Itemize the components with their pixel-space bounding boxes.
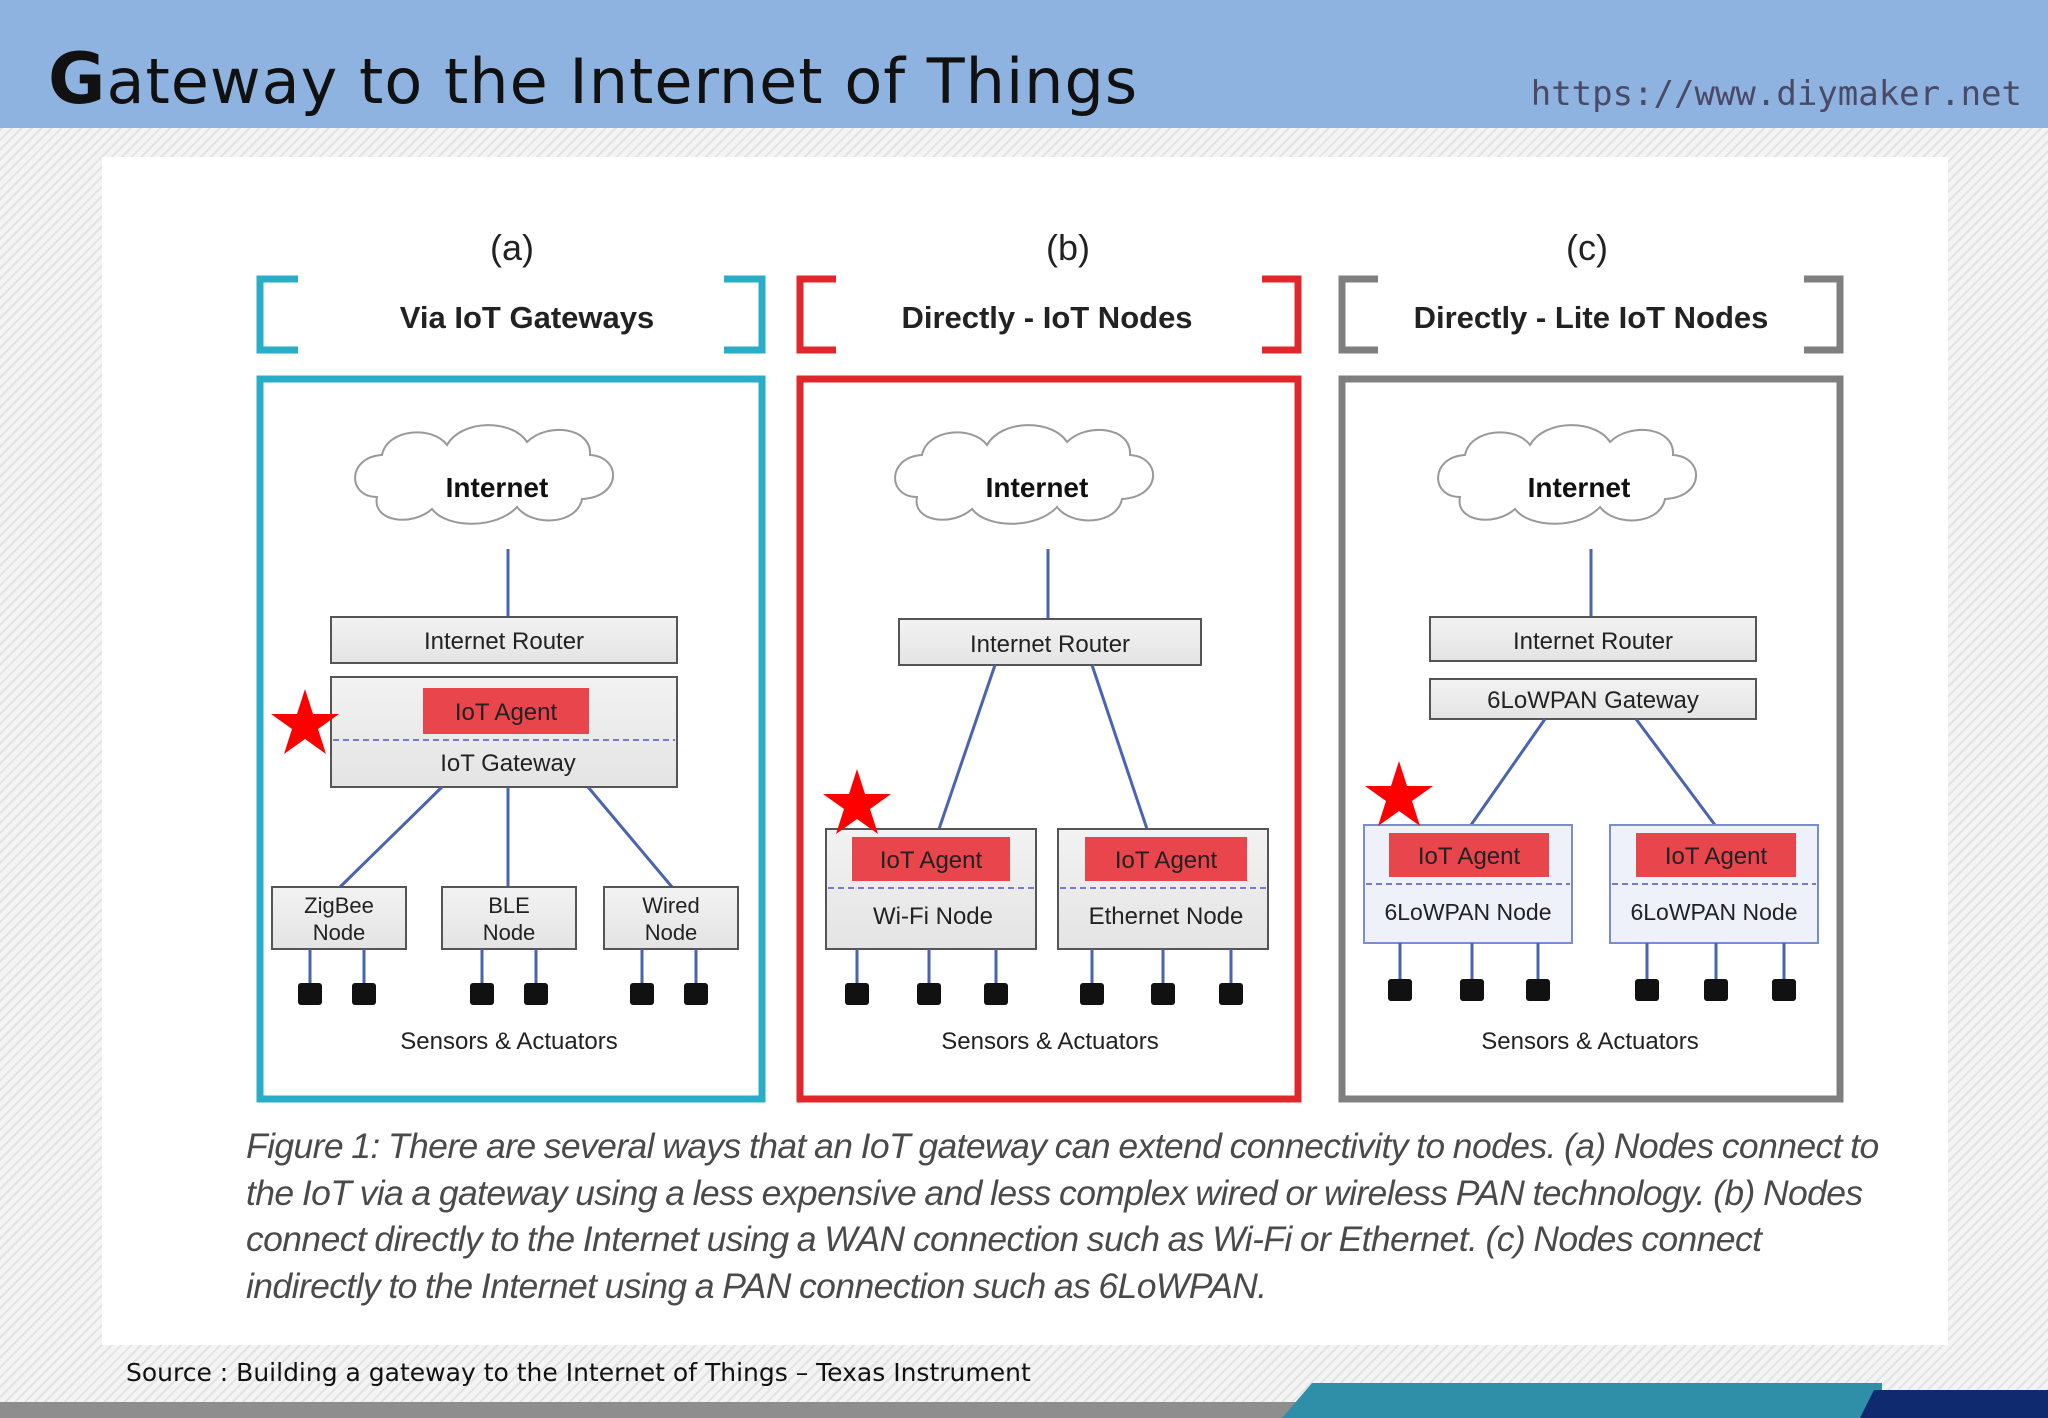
column-c-gateway — [1429, 678, 1757, 720]
column-a-node-2 — [441, 886, 577, 950]
column-a-footer: Sensors & Actuators — [400, 1028, 617, 1055]
footer-accent-navy — [1860, 1390, 2048, 1418]
column-c: (c) Directly - Lite IoT Nodes Internet I… — [1338, 227, 1844, 1103]
page-title: Gateway to the Internet of Things — [48, 38, 1138, 120]
column-b-right-bracket — [1262, 275, 1302, 354]
column-a-node-1-line1: ZigBee — [304, 893, 374, 918]
figure-panel: (a) Via IoT Gateways Internet Internet R… — [102, 157, 1948, 1345]
column-c-node-2-agent-label: IoT Agent — [1665, 843, 1768, 870]
column-b-cloud — [894, 424, 1155, 525]
column-b-left-bracket — [796, 275, 836, 354]
column-b-router — [898, 618, 1202, 666]
column-a: (a) Via IoT Gateways Internet Internet R… — [256, 227, 766, 1103]
column-c-node-2-agent — [1636, 833, 1796, 877]
column-c-cloud-label: Internet — [1528, 472, 1631, 503]
column-a-node-3-line1: Wired — [642, 893, 699, 918]
footer-accent-teal — [1282, 1383, 1882, 1418]
column-a-node-3-line2: Node — [645, 920, 698, 945]
column-b-node-2-name: Ethernet Node — [1089, 903, 1244, 930]
column-a-heading: Via IoT Gateways — [400, 300, 654, 335]
title-text: ateway to the Internet of Things — [106, 45, 1139, 118]
column-a-gateway-label: IoT Gateway — [440, 750, 576, 777]
column-c-node-1-agent — [1389, 833, 1549, 877]
column-c-footer: Sensors & Actuators — [1481, 1028, 1698, 1055]
column-b-node-1-agent — [852, 837, 1010, 881]
column-b-node-2-agent-label: IoT Agent — [1115, 847, 1218, 874]
column-c-node-1-name: 6LoWPAN Node — [1384, 899, 1551, 925]
column-b-sensors — [845, 983, 1243, 1005]
header-bar: Gateway to the Internet of Things https:… — [0, 0, 2048, 128]
column-c-letter: (c) — [1566, 227, 1608, 268]
column-b-frame — [796, 375, 1302, 1103]
column-c-sensors — [1388, 979, 1796, 1001]
column-b-sensor-links — [855, 949, 1233, 983]
column-b-link-1 — [937, 664, 997, 830]
column-a-sensor-links — [308, 949, 698, 983]
column-a-node-1 — [271, 886, 407, 950]
column-a-agent-label: IoT Agent — [455, 699, 558, 726]
figure-caption: Figure 1: There are several ways that an… — [246, 1126, 1879, 1306]
column-c-star-icon — [1365, 761, 1433, 826]
title-initial: G — [48, 38, 107, 120]
column-c-link-1 — [1469, 718, 1547, 826]
column-b-node-2-agent — [1085, 837, 1247, 881]
column-a-node-2-line1: BLE — [488, 893, 530, 918]
gateway-diagram: (a) Via IoT Gateways Internet Internet R… — [256, 227, 1844, 1103]
column-a-link-1 — [338, 785, 444, 889]
column-a-node-3 — [603, 886, 739, 950]
column-b-star-icon — [823, 769, 891, 834]
column-a-router-label: Internet Router — [424, 628, 584, 655]
column-c-right-bracket — [1804, 275, 1844, 354]
source-note: Source : Building a gateway to the Inter… — [126, 1358, 1031, 1387]
column-b-letter: (b) — [1046, 227, 1090, 268]
column-c-left-bracket — [1338, 275, 1378, 354]
column-c-cloud — [1437, 424, 1698, 525]
column-a-frame — [256, 375, 766, 1103]
column-b-node-1-agent-label: IoT Agent — [880, 847, 983, 874]
column-a-node-2-line2: Node — [483, 920, 536, 945]
column-a-star-icon — [271, 689, 339, 754]
column-a-link-3 — [586, 786, 674, 888]
column-a-router — [330, 616, 678, 664]
column-b-node-1-name: Wi-Fi Node — [873, 903, 993, 930]
column-a-agent — [423, 688, 589, 734]
column-c-link-2 — [1634, 718, 1717, 826]
column-b-footer: Sensors & Actuators — [941, 1028, 1158, 1055]
column-a-cloud-label: Internet — [446, 472, 549, 503]
column-b: (b) Directly - IoT Nodes Internet Intern… — [796, 227, 1302, 1103]
column-b-link-2 — [1090, 664, 1149, 830]
column-c-heading: Directly - Lite IoT Nodes — [1414, 300, 1769, 335]
column-c-gateway-label: 6LoWPAN Gateway — [1487, 687, 1699, 714]
column-a-node-1-line2: Node — [313, 920, 366, 945]
column-a-right-bracket — [724, 275, 766, 354]
column-c-router-label: Internet Router — [1513, 628, 1673, 655]
site-url[interactable]: https://www.diymaker.net — [1530, 74, 2022, 114]
column-a-cloud — [354, 424, 615, 525]
column-c-node-2-name: 6LoWPAN Node — [1630, 899, 1797, 925]
column-c-node-1-agent-label: IoT Agent — [1418, 843, 1521, 870]
column-a-sensors — [298, 983, 708, 1005]
column-b-heading: Directly - IoT Nodes — [901, 300, 1192, 335]
column-a-left-bracket — [256, 275, 298, 354]
column-c-frame — [1338, 375, 1844, 1103]
column-c-router — [1429, 616, 1757, 662]
column-b-router-label: Internet Router — [970, 631, 1130, 658]
column-c-sensor-links — [1398, 943, 1786, 979]
column-b-cloud-label: Internet — [986, 472, 1089, 503]
column-a-letter: (a) — [490, 227, 534, 268]
